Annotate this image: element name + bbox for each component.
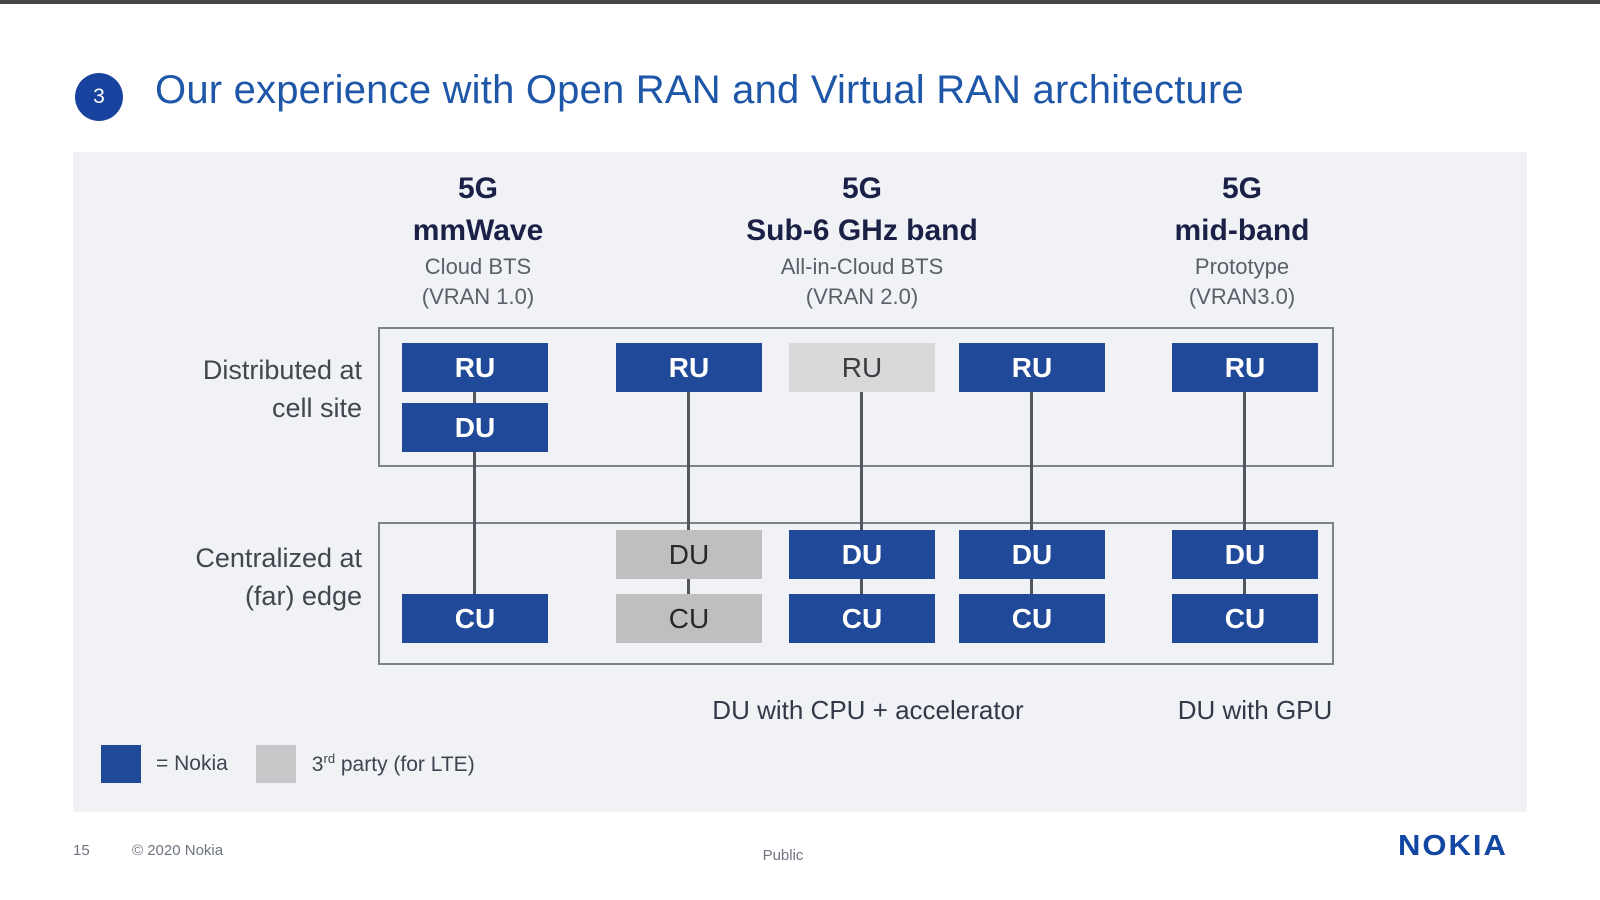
- connector-line: [1243, 579, 1246, 594]
- node-ru-col1: RU: [402, 343, 548, 392]
- connector-line: [1030, 392, 1033, 530]
- connector-line: [860, 392, 863, 530]
- node-ru-col4: RU: [959, 343, 1105, 392]
- row-label-line1: Distributed at: [202, 355, 362, 385]
- node-du-col1: DU: [402, 403, 548, 452]
- column-subtitle-line2: (VRAN 1.0): [421, 284, 535, 309]
- classification-label: Public: [762, 847, 804, 864]
- node-du-col3: DU: [789, 530, 935, 579]
- column-subtitle-line1: Cloud BTS: [424, 254, 532, 279]
- row-label-line2: cell site: [271, 393, 362, 423]
- column-header-midband: 5G mid-band Prototype (VRAN3.0): [1012, 168, 1472, 312]
- copyright-text: © 2020 Nokia: [132, 842, 224, 859]
- diagram-panel: [73, 152, 1527, 812]
- legend-third-rest: party (for LTE): [335, 753, 475, 776]
- legend-third-prefix: 3: [311, 753, 324, 776]
- column-subtitle-line1: Prototype: [1194, 254, 1290, 279]
- node-ru-col5: RU: [1172, 343, 1318, 392]
- node-du-col5: DU: [1172, 530, 1318, 579]
- node-du-col4: DU: [959, 530, 1105, 579]
- legend-third-party-label: 3rd party (for LTE): [312, 751, 475, 777]
- nokia-color-swatch: [101, 745, 141, 783]
- node-cu-col1: CU: [402, 594, 548, 643]
- column-header-line1: 5G: [1221, 172, 1263, 205]
- connector-line: [687, 579, 690, 594]
- edge-group-box: [378, 522, 1334, 665]
- caption-du-gpu: DU with GPU: [1177, 695, 1333, 725]
- node-ru-col3: RU: [789, 343, 935, 392]
- legend-nokia-label: = Nokia: [156, 752, 228, 775]
- column-subtitle-line2: (VRAN 2.0): [805, 284, 919, 309]
- column-header-sub6: 5G Sub-6 GHz band All-in-Cloud BTS (VRAN…: [632, 168, 1092, 312]
- column-header-mmwave: 5G mmWave Cloud BTS (VRAN 1.0): [248, 168, 708, 312]
- column-header-line1: 5G: [457, 172, 499, 205]
- node-cu-col5: CU: [1172, 594, 1318, 643]
- node-ru-col2: RU: [616, 343, 762, 392]
- legend-third-superscript: rd: [323, 751, 336, 766]
- row-label-centralized: Centralized at (far) edge: [195, 539, 362, 615]
- row-label-line1: Centralized at: [195, 543, 362, 573]
- third-party-color-swatch: [255, 745, 296, 783]
- column-header-line2: Sub-6 GHz band: [746, 214, 978, 247]
- column-header-line2: mid-band: [1174, 214, 1310, 247]
- connector-line: [1243, 392, 1246, 530]
- nokia-logo: NOKIA: [1398, 829, 1508, 862]
- connector-line: [1030, 579, 1033, 594]
- connector-line: [687, 392, 690, 530]
- page-title: Our experience with Open RAN and Virtual…: [155, 68, 1244, 112]
- slide-number-badge: 3: [75, 73, 123, 121]
- connector-line: [473, 392, 476, 403]
- node-du-col2: DU: [616, 530, 762, 579]
- column-subtitle-line1: All-in-Cloud BTS: [780, 254, 944, 279]
- node-cu-col4: CU: [959, 594, 1105, 643]
- column-subtitle-line2: (VRAN3.0): [1188, 284, 1296, 309]
- page-number: 15: [73, 842, 90, 859]
- node-cu-col2: CU: [616, 594, 762, 643]
- cell-site-group-box: [378, 327, 1334, 467]
- column-header-line1: 5G: [841, 172, 883, 205]
- top-bar: [0, 0, 1600, 4]
- caption-du-cpu-accelerator: DU with CPU + accelerator: [712, 695, 1024, 725]
- node-cu-col3: CU: [789, 594, 935, 643]
- legend: = Nokia 3rd party (for LTE): [101, 744, 475, 784]
- column-header-line2: mmWave: [412, 214, 544, 247]
- row-label-distributed: Distributed at cell site: [203, 351, 362, 427]
- connector-line: [860, 579, 863, 594]
- row-label-line2: (far) edge: [244, 581, 362, 611]
- connector-line: [473, 452, 476, 594]
